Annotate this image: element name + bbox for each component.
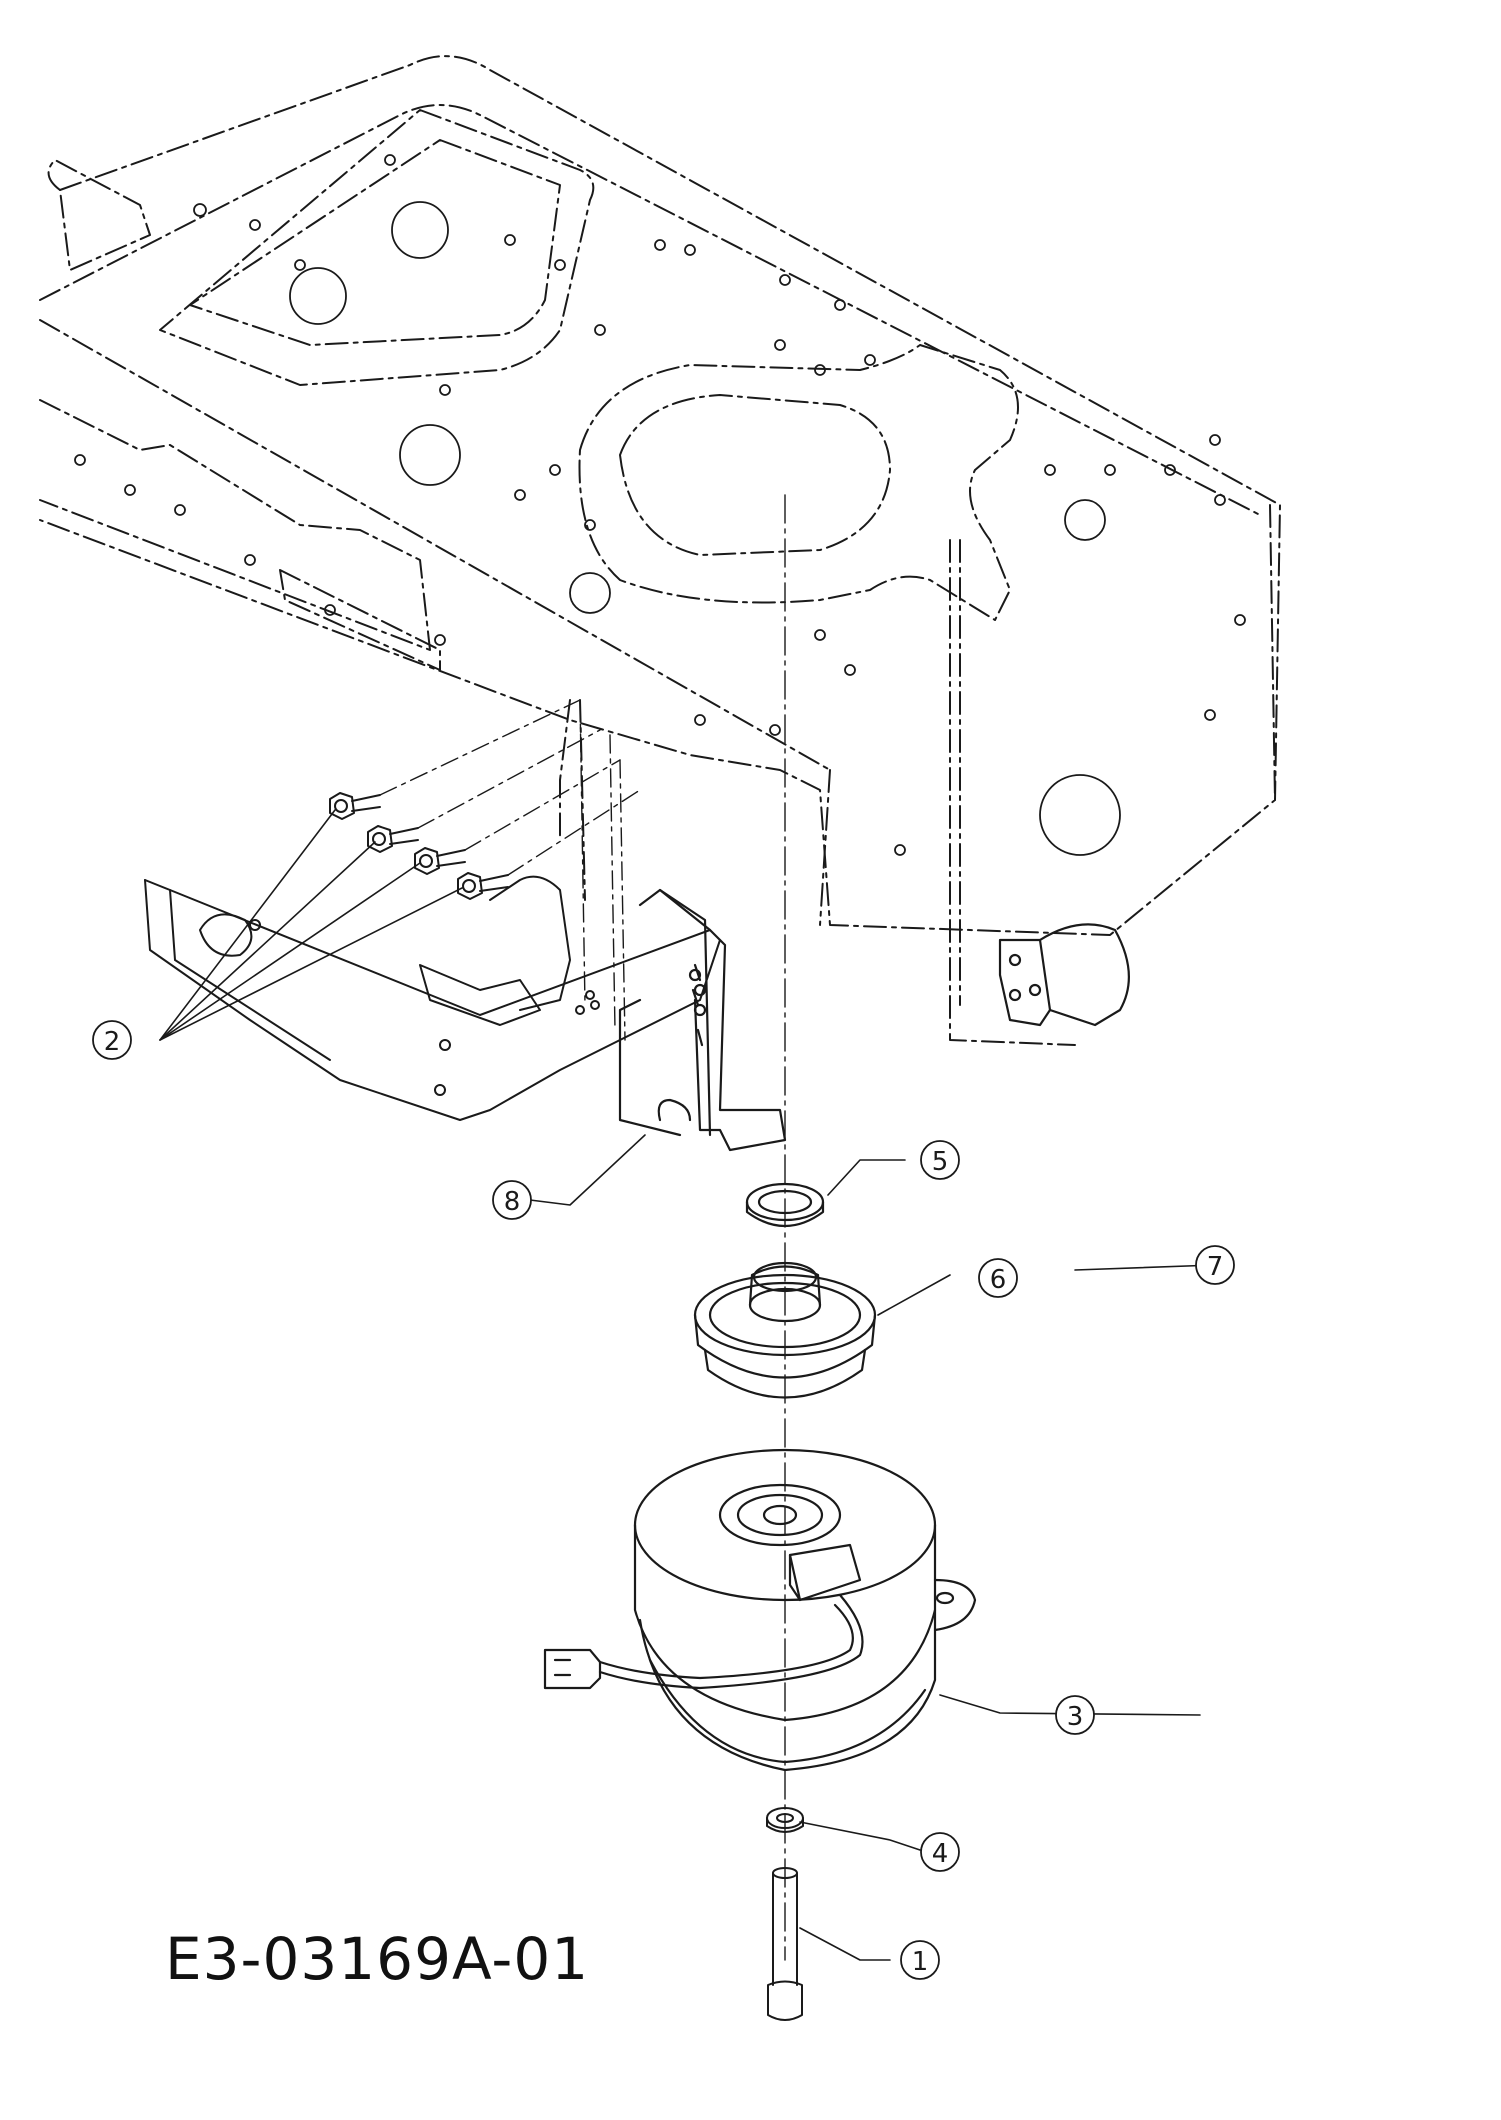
callout-6: 6 xyxy=(978,1258,1018,1298)
callout-3: 3 xyxy=(1055,1695,1095,1735)
axle-mount xyxy=(144,875,721,1121)
callout-2-label: 2 xyxy=(104,1027,121,1057)
callout-5: 5 xyxy=(920,1140,960,1180)
callout-4-label: 4 xyxy=(932,1839,949,1869)
leader-lines xyxy=(159,809,1216,1961)
callout-1-label: 1 xyxy=(912,1947,929,1977)
spacer-part xyxy=(745,1182,825,1228)
left-bracket-part xyxy=(618,888,787,1152)
callout-8-label: 8 xyxy=(504,1187,521,1217)
screw-1 xyxy=(329,792,381,820)
tractor-frame xyxy=(39,55,1281,1046)
screw-2 xyxy=(367,825,419,853)
callout-1: 1 xyxy=(900,1940,940,1980)
callout-3-label: 3 xyxy=(1067,1702,1084,1732)
clutch-part xyxy=(543,1448,977,1772)
callout-4: 4 xyxy=(920,1832,960,1872)
bolt-part xyxy=(767,1867,803,2021)
frame-holes xyxy=(74,154,1246,856)
pulley-part xyxy=(693,1261,877,1399)
screws-part xyxy=(329,792,509,900)
screw-4 xyxy=(457,872,509,900)
right-bracket-part xyxy=(998,923,1130,1027)
callout-2: 2 xyxy=(92,1020,132,1060)
callout-6-label: 6 xyxy=(990,1265,1007,1295)
callout-7-label: 7 xyxy=(1207,1252,1224,1282)
callout-5-label: 5 xyxy=(932,1147,949,1177)
callout-7: 7 xyxy=(1195,1245,1235,1285)
drawing-number: E3-03169A-01 xyxy=(165,1925,590,1993)
washer-part xyxy=(766,1807,804,1833)
screw-assembly-lines xyxy=(379,699,641,1041)
callout-8: 8 xyxy=(492,1180,532,1220)
screw-3 xyxy=(414,847,466,875)
